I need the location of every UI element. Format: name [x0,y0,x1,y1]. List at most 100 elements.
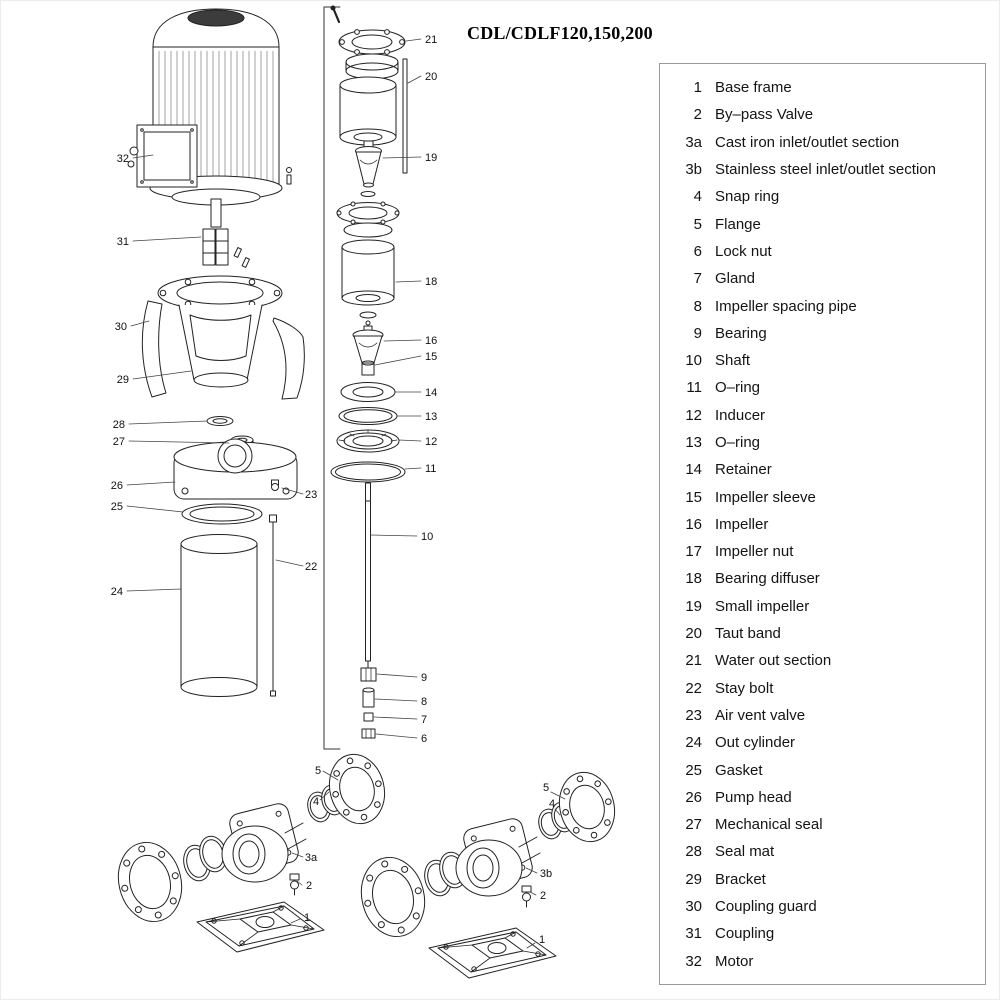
part-label: Gland [715,270,756,288]
svg-text:12: 12 [425,436,437,448]
part-label: Stay bolt [715,679,774,697]
stage-cylinder-drawing [339,76,397,146]
part-label: Cast iron inlet/outlet section [715,133,900,151]
svg-text:11: 11 [425,463,436,475]
part-row: 20 Taut band [660,620,985,647]
part-number: 17 [685,543,702,561]
part-label: Impeller spacing pipe [715,297,857,315]
callout-23: 23 [281,487,317,501]
part-label: Base frame [715,79,792,97]
part-row: 29 Bracket [660,866,985,893]
part-label: Taut band [715,625,781,643]
svg-text:21: 21 [425,34,437,46]
part-number: 29 [685,870,702,888]
base-frame-drawing [196,901,325,953]
svg-text:25: 25 [111,501,123,513]
pump-exploded-diagram: 32 31 30 29 28 27 26 25 24 23 22 21 20 1… [111,5,616,979]
seal-mat-drawing [206,416,234,426]
part-number: 5 [693,215,702,233]
callout-9: 9 [376,672,427,684]
callout-31: 31 [117,236,202,248]
part-label: Bearing diffuser [715,570,820,588]
part-row: 1 Base frame [660,74,985,101]
lock-nut-drawing [361,728,376,739]
part-label: Lock nut [715,242,772,260]
svg-text:15: 15 [425,351,437,363]
ring-flange-drawing [336,201,400,238]
washer-drawing [360,191,376,197]
diagram-title: CDL/CDLF120,150,200 [467,23,653,43]
callout-bl-3a: 3a [291,852,318,864]
part-label: Bearing [715,324,767,342]
callout-br-5: 5 [543,782,566,800]
part-number: 15 [685,488,702,506]
part-number: 32 [685,952,702,970]
shaft-drawing [365,482,371,669]
svg-text:8: 8 [421,696,427,708]
svg-text:4: 4 [549,798,555,810]
callout-16: 16 [383,335,437,347]
part-number: 30 [685,898,702,916]
part-number: 1 [693,79,702,97]
part-row: 10 Shaft [660,347,985,374]
part-number: 10 [685,352,702,370]
svg-text:20: 20 [425,71,437,83]
part-label: Motor [715,952,754,970]
part-label: Bracket [715,870,766,888]
callout-24: 24 [111,586,182,598]
base-frame-drawing [428,927,557,979]
part-number: 25 [685,761,702,779]
part-number: 20 [685,625,702,643]
part-label: Coupling guard [715,898,817,916]
callout-br-4: 4 [549,798,561,816]
part-number: 2 [693,106,702,124]
svg-text:29: 29 [117,374,129,386]
callout-bl-1: 1 [290,912,310,924]
part-label: Water out section [715,652,832,670]
callout-20: 20 [407,71,437,84]
air-vent-valve-drawing [271,479,279,491]
callout-14: 14 [394,387,437,399]
callout-22: 22 [275,559,317,573]
svg-text:32: 32 [117,153,129,165]
part-label: Impeller nut [715,543,794,561]
o-ring-13-drawing [338,407,398,425]
part-label: Shaft [715,352,751,370]
part-number: 24 [685,734,702,752]
svg-text:4: 4 [313,796,319,808]
svg-text:3a: 3a [305,852,318,864]
part-label: Mechanical seal [715,816,823,834]
part-number: 7 [693,270,702,288]
part-number: 23 [685,706,702,724]
flange-drawing [360,856,426,938]
callout-br-2: 2 [529,890,546,902]
retainer-drawing [340,382,396,402]
flange-drawing [328,753,386,825]
svg-text:1: 1 [539,934,545,946]
svg-text:22: 22 [305,561,317,573]
svg-text:9: 9 [421,672,427,684]
bypass-valve-drawing [521,885,532,908]
svg-text:28: 28 [113,419,125,431]
pump-head-drawing [173,438,298,500]
stay-bolt-drawing [269,514,277,697]
o-ring-11-drawing [330,461,406,483]
tiny-nut-drawing [365,320,371,326]
gasket-drawing [181,503,263,525]
part-number: 14 [685,461,702,479]
svg-text:13: 13 [425,411,437,423]
taut-band-drawing [402,58,408,174]
inducer-drawing [336,429,400,453]
svg-text:16: 16 [425,335,437,347]
bracket-drawing [157,275,283,388]
inlet-outlet-assembly-cast-iron [117,753,386,953]
